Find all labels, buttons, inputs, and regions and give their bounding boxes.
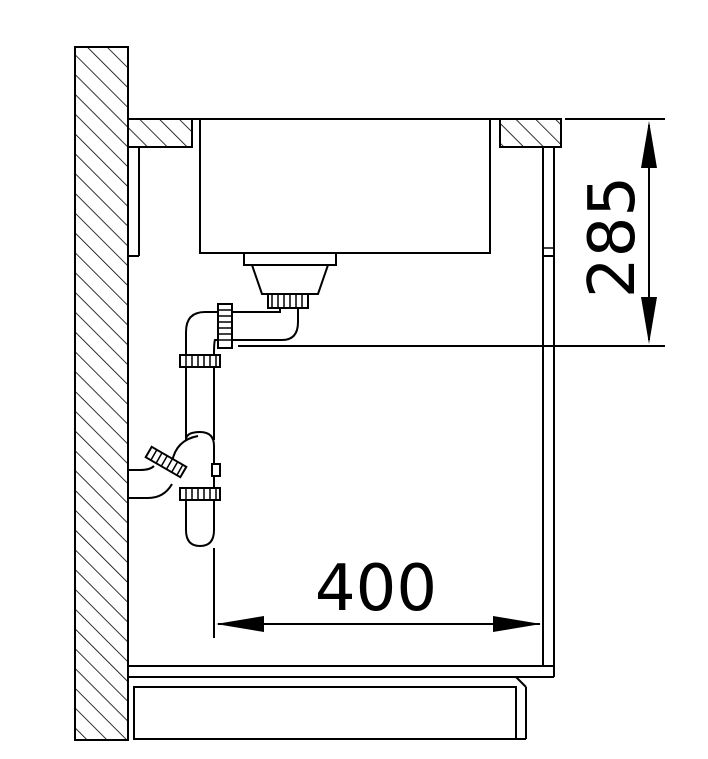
height-arrow-top bbox=[641, 121, 657, 168]
width-dimension: 400 bbox=[213, 548, 541, 638]
height-dimension: 285 bbox=[238, 118, 665, 347]
cabinet bbox=[127, 147, 555, 740]
height-dimension-label: 285 bbox=[576, 176, 650, 298]
lower-coupling-nut bbox=[179, 487, 221, 501]
width-arrow-right bbox=[493, 616, 541, 632]
drain-pipe bbox=[232, 308, 299, 341]
sink-bowl bbox=[191, 118, 501, 254]
wall bbox=[74, 46, 129, 741]
upper-coupling-nut bbox=[179, 354, 221, 368]
outlet-coupling-nut bbox=[144, 445, 188, 479]
drain-strainer bbox=[243, 252, 337, 309]
overflow-fitting bbox=[185, 303, 233, 356]
tailpiece bbox=[185, 367, 215, 440]
wall-outlet-pipe bbox=[128, 465, 173, 499]
height-arrow-bottom bbox=[641, 297, 657, 344]
width-dimension-label: 400 bbox=[315, 552, 437, 626]
width-arrow-left bbox=[216, 616, 264, 632]
